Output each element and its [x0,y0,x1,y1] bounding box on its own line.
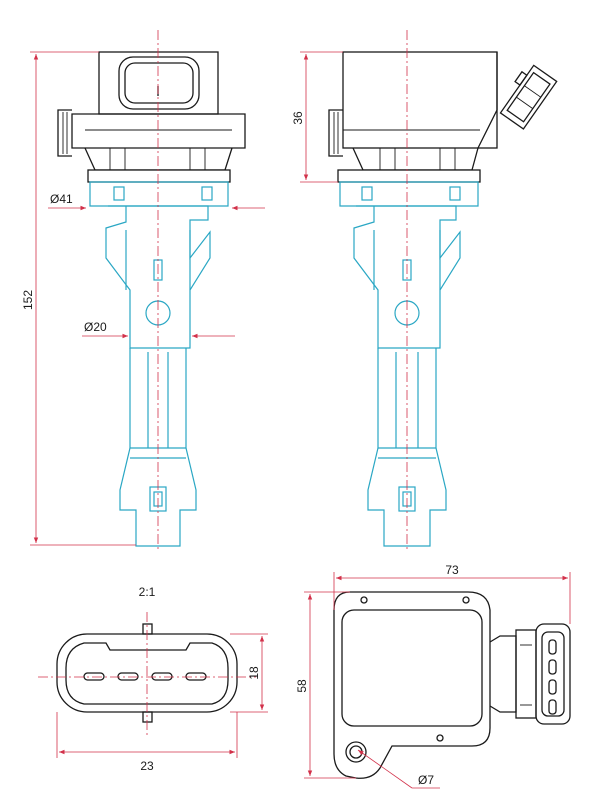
connector-pin-1 [83,672,105,681]
top-pin-hole-3 [436,734,444,742]
side-view: 36 [291,30,558,552]
label-total-length: 152 [21,290,35,310]
front-view: 152 Ø41 Ø20 [21,30,265,552]
connector-pin-2 [117,672,139,681]
label-flange-diameter: Ø41 [50,192,73,206]
label-body-diameter: Ø20 [84,320,107,334]
side-tube-collar [339,181,479,207]
top-body-outline [333,591,491,779]
connector-detail-view: 2:1 18 23 [38,585,268,773]
top-connector-base [489,635,517,713]
top-mount-hole-ring [345,741,367,763]
side-coil-head [342,51,498,149]
connector-pin-4 [185,672,207,681]
label-connector-height: 18 [247,666,261,680]
side-side-tab [328,109,343,157]
top-pin-hole-1 [360,596,368,604]
top-pin-hole-2 [462,596,470,604]
front-flange [87,169,231,183]
label-top-width: 73 [445,563,459,577]
side-flange [337,169,481,183]
front-housing-lower [84,147,233,171]
dim-hole-leader [357,749,413,789]
front-boot [119,447,197,547]
front-connector-socket [118,56,200,110]
top-view: 73 58 Ø7 [295,563,571,789]
top-body-face [341,609,483,727]
front-side-tab [57,109,72,157]
side-boot [367,447,447,547]
front-coil-head [98,51,219,115]
front-coil-housing [71,113,246,149]
connector-inner-cavity [65,642,229,705]
front-connector-inner [124,62,194,104]
side-housing-lower [352,147,479,171]
label-top-depth: 58 [295,679,309,693]
label-connector-width: 23 [140,759,154,773]
front-tube-collar [89,181,229,207]
top-connector-plug [535,623,571,725]
label-hole-diameter: Ø7 [418,773,434,787]
side-angled-connector [499,64,558,130]
label-scale: 2:1 [139,585,156,599]
connector-pin-3 [151,672,173,681]
label-head-height: 36 [291,111,305,125]
